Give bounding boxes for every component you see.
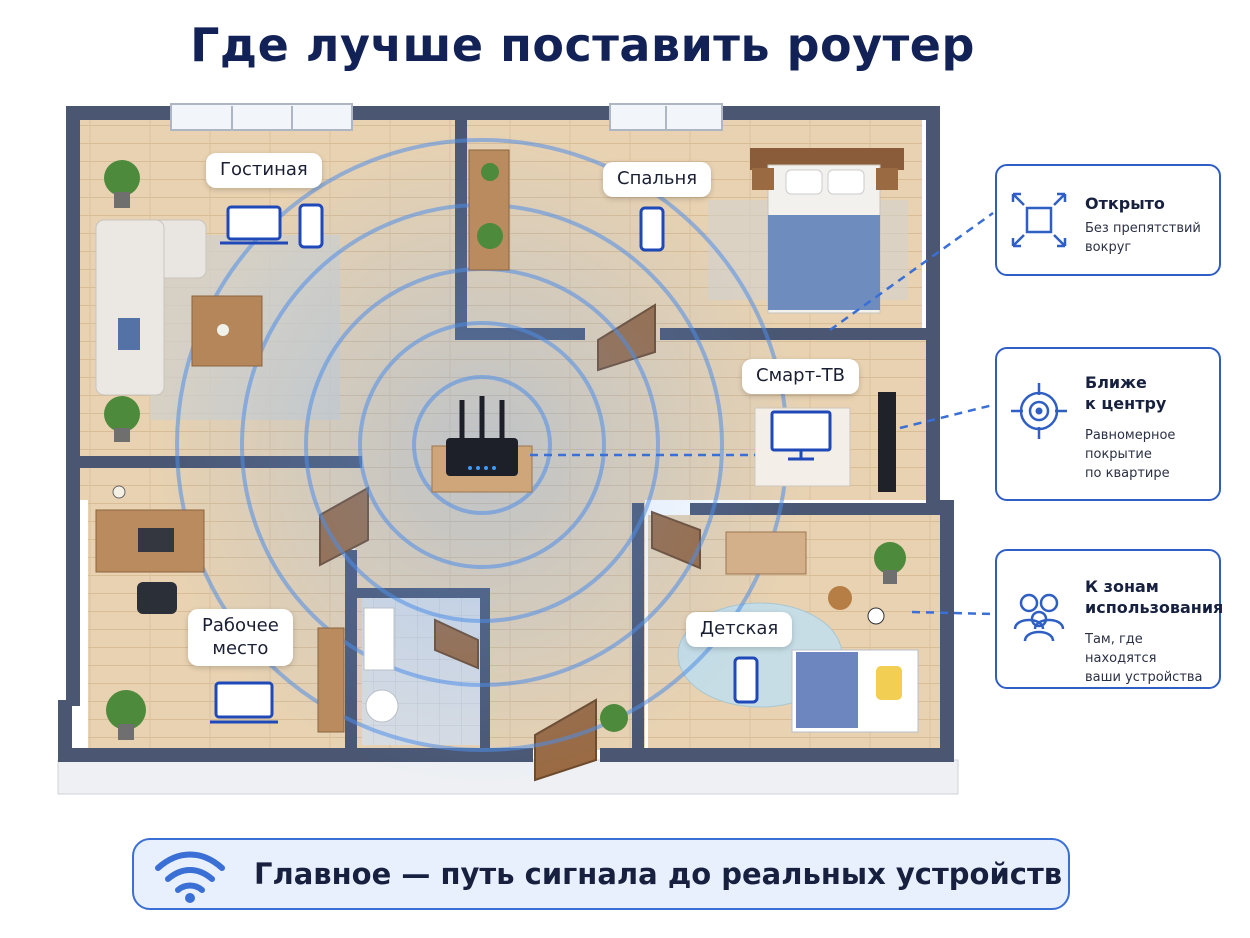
tip-desc-usage-zones-line2: ваши устройства [1085,669,1203,685]
tip-card-usage-zones: К зонам использования Там, где находятся… [995,549,1224,689]
tip-title-center: Ближе к центру [1085,373,1220,415]
tip-desc-center-line2: покрытие [1085,446,1152,462]
summary-banner: Главное — путь сигнала до реальных устро… [132,838,1070,910]
tip-title-usage-zones-line1: К зонам [1085,577,1159,596]
room-label-bedroom: Спальня [603,162,712,197]
room-label-smart-tv: Смарт-ТВ [742,359,859,394]
expand-icon [1011,192,1067,248]
wifi-icon [155,851,225,903]
users-icon [1013,593,1065,642]
tip-title-center-line2: к центру [1085,393,1167,413]
room-label-kids: Детская [686,612,793,647]
tip-title-center-line1: Ближе [1085,373,1147,392]
tip-desc-usage-zones: Там, где находятся ваши устройства [1085,631,1217,688]
tip-title-open: Открыто [1085,194,1165,213]
tip-desc-usage-zones-line1: Там, где находятся [1085,632,1157,666]
page-title: Где лучше поставить роутер [190,18,975,72]
tip-title-usage-zones: К зонам использования [1085,577,1224,619]
tip-desc-center-line3: по квартире [1085,465,1170,481]
tip-desc-open: Без препятствий вокруг [1085,220,1217,258]
room-label-workplace-line1: Рабочее [202,615,279,636]
banner-text: Главное — путь сигнала до реальных устро… [254,857,1063,891]
target-icon [1011,383,1067,439]
room-label-workplace-line2: место [212,637,269,659]
room-label-workplace: Рабочее место [188,609,293,666]
tip-card-open: Открыто Без препятствий вокруг [995,164,1221,276]
tip-desc-center: Равномерное покрытие по квартире [1085,427,1217,484]
tip-title-usage-zones-line2: использования [1085,597,1224,617]
tip-desc-center-line1: Равномерное [1085,428,1176,443]
room-label-living: Гостиная [206,153,322,188]
tip-desc-open-line1: Без препятствий [1085,221,1201,236]
tip-desc-open-line2: вокруг [1085,239,1132,255]
tip-card-center: Ближе к центру Равномерное покрытие по к… [995,347,1221,501]
